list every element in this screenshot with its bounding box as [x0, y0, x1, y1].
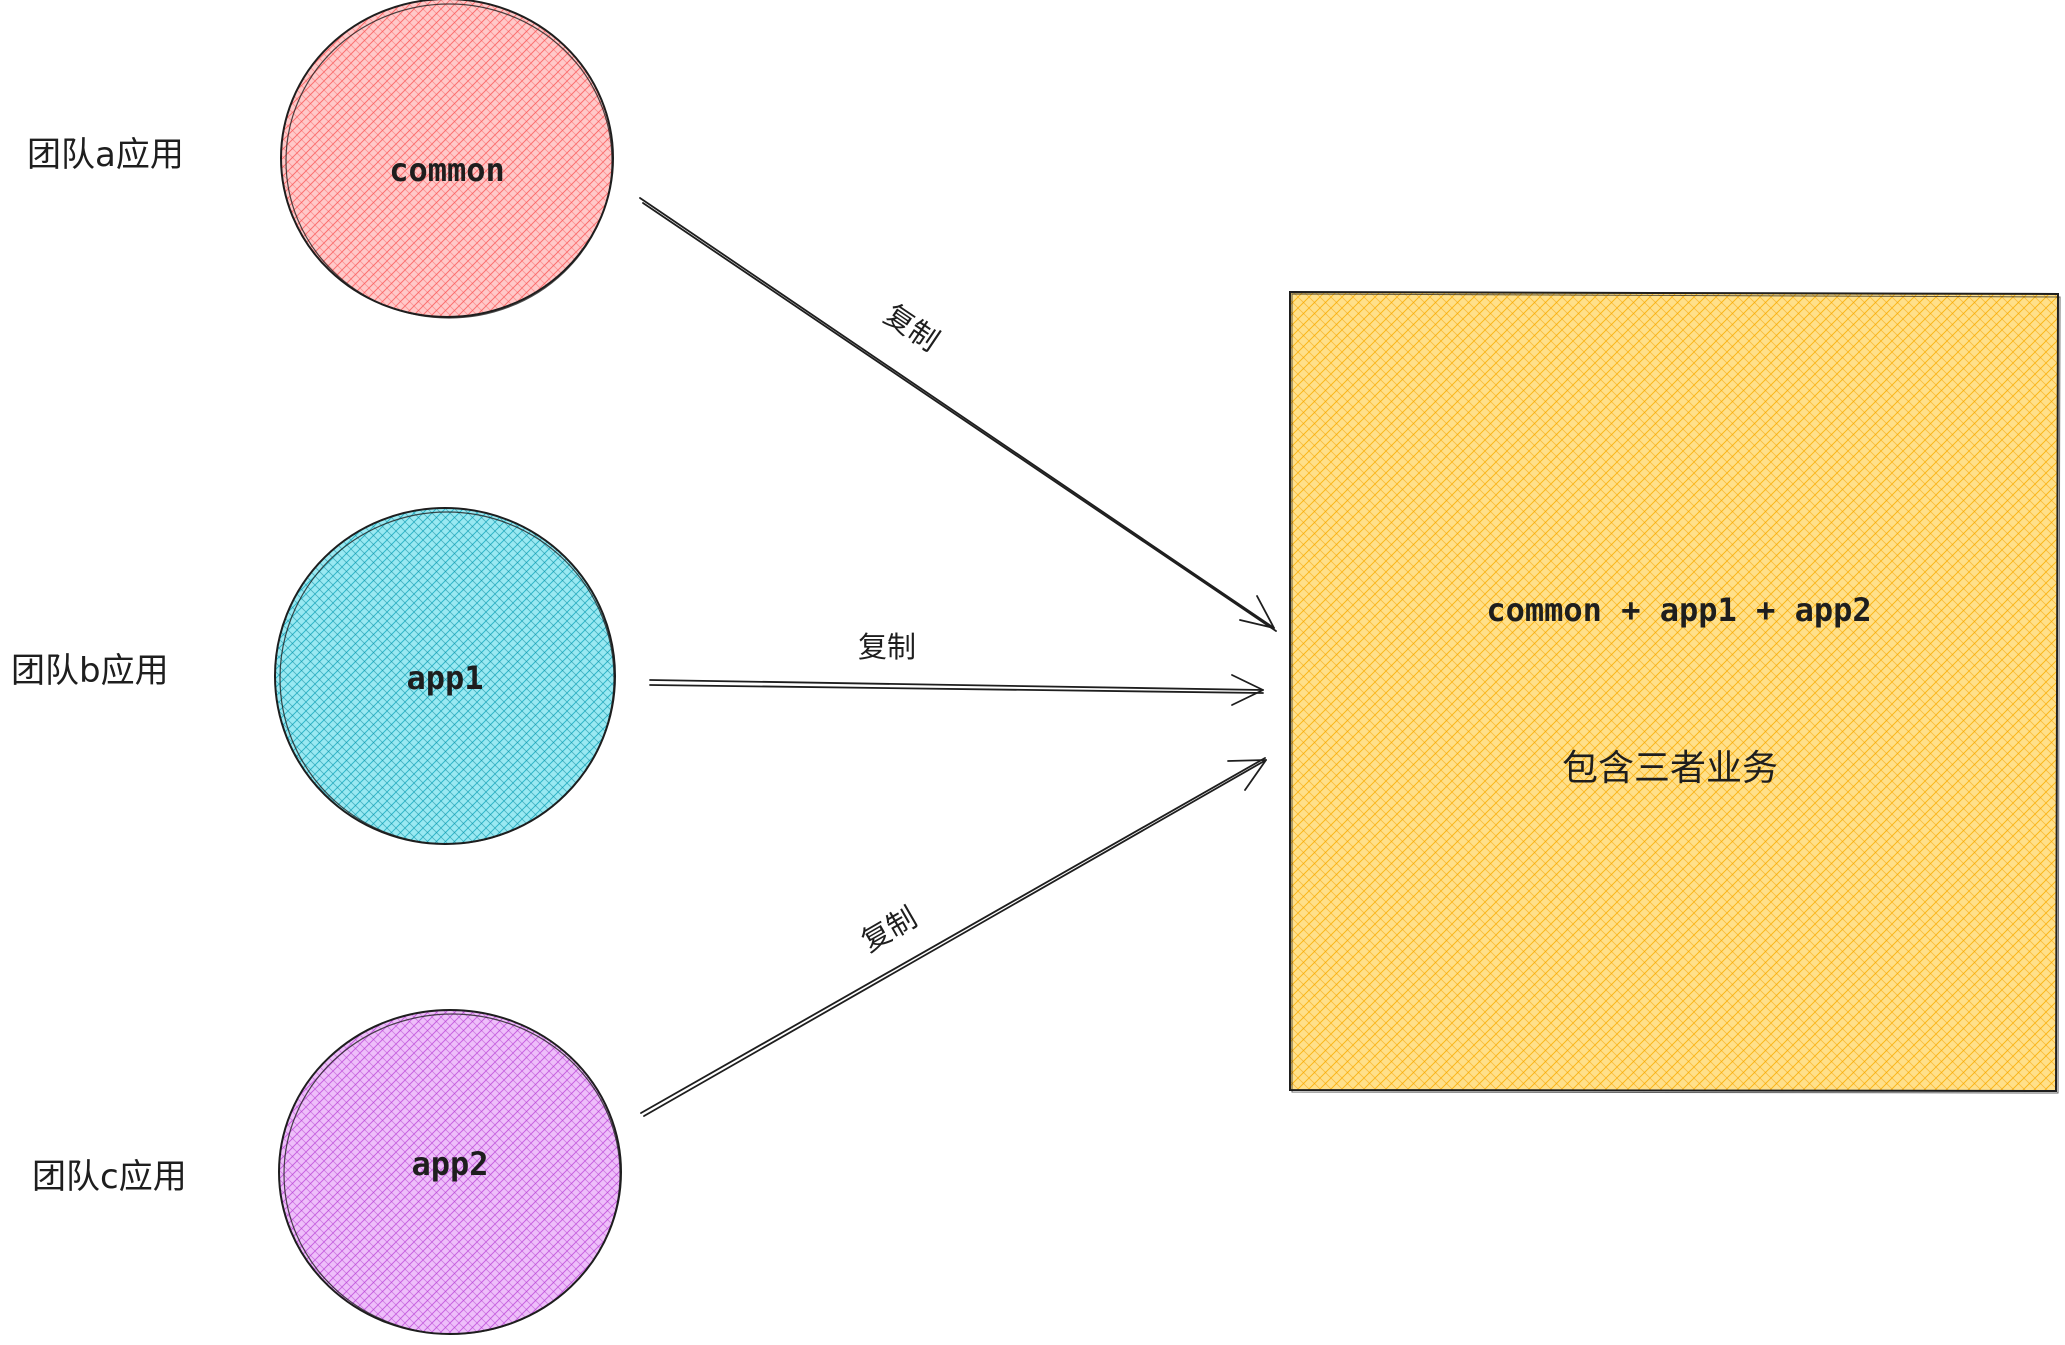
team-a-label: 团队a应用	[27, 135, 184, 175]
team-b-label: 团队b应用	[11, 651, 169, 691]
edge-label-app2: 复制	[855, 900, 922, 958]
edge-label-common: 复制	[878, 297, 945, 358]
arrow-app2-to-box[interactable]	[640, 757, 1267, 1117]
node-app2-label: app2	[411, 1145, 488, 1183]
target-box[interactable]: common + app1 + app2 包含三者业务	[1289, 290, 2061, 1094]
target-box-title: common + app1 + app2	[1486, 591, 1871, 629]
arrow-common-to-box[interactable]	[639, 197, 1277, 632]
edge-label-app1: 复制	[858, 630, 916, 664]
node-common[interactable]: common	[280, 0, 614, 319]
team-c-label: 团队c应用	[32, 1157, 187, 1197]
node-app1[interactable]: app1	[274, 507, 616, 845]
node-common-label: common	[389, 151, 505, 189]
node-app2[interactable]: app2	[278, 1009, 622, 1335]
node-app1-label: app1	[406, 659, 483, 697]
arrow-app1-to-box[interactable]	[649, 674, 1264, 706]
target-box-description: 包含三者业务	[1562, 748, 1778, 789]
